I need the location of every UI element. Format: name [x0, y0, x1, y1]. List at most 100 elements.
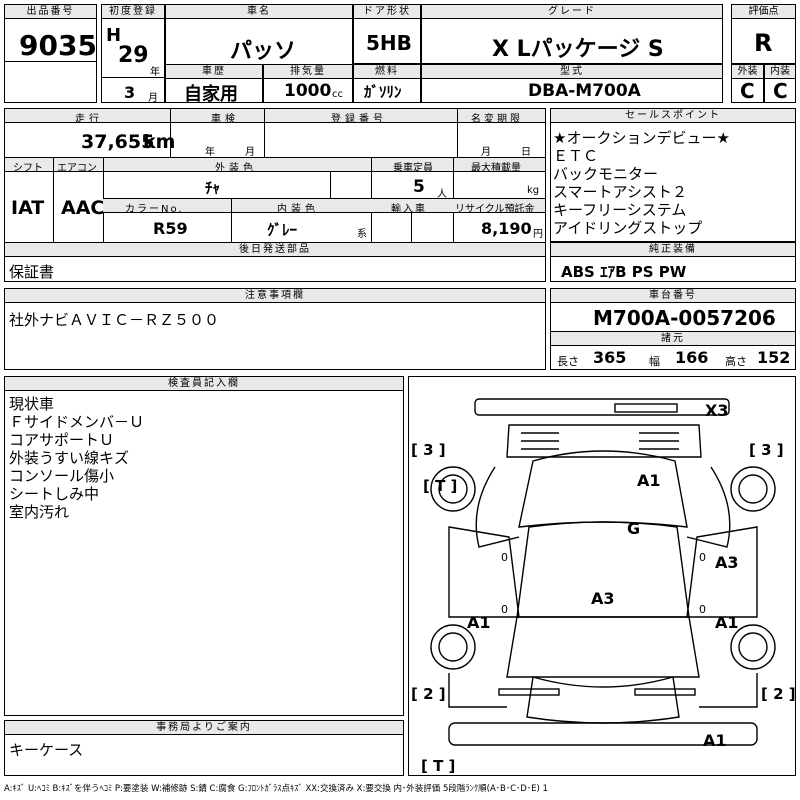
displacement-header: 排気量 [264, 65, 352, 79]
sales-point-item: バックモニター [553, 165, 659, 183]
mark-zero-left: 0 [501, 551, 508, 564]
mileage-header: 走行 [75, 114, 103, 125]
later-parts: 保証書 [9, 263, 55, 281]
int-color-header: 内装色 [277, 204, 319, 215]
door-header: ドア形状 [354, 5, 420, 19]
genuine-equipment: ABS ｴｱB PS PW [561, 263, 687, 281]
recycle-header: リサイクル預託金 [455, 204, 535, 215]
inspector-note-item: Ｆサイドメンバ－Ｕ [9, 413, 145, 431]
color-no: R59 [153, 219, 188, 238]
first-reg-box: 初度登録 H 29 年 3 月 [101, 4, 165, 104]
history: 自家用 [184, 84, 238, 105]
mark-b3-left: [ 3 ] [411, 441, 446, 459]
office-text: キーケース [9, 741, 84, 759]
width: 166 [675, 348, 709, 367]
yen-unit: 円 [533, 229, 543, 240]
nc-month-unit: 月 [481, 147, 491, 158]
genuine-header: 純正装備 [551, 243, 795, 257]
kg-unit: kg [527, 185, 540, 196]
mark-zero-right2: 0 [699, 603, 706, 616]
inspector-note-item: シートしみ中 [9, 485, 100, 503]
import-header: 輸入車 [391, 204, 427, 215]
chassis-number: M700A-0057206 [593, 306, 776, 330]
door-box: ドア形状 5HB [353, 4, 421, 64]
later-parts-header: 後日発送部品 [5, 243, 545, 257]
notes-box: 注意事項欄 社外ナビＡＶＩＣ－ＲＺ５００ [4, 288, 546, 370]
cc-unit: cc [332, 89, 343, 100]
door-type: 5HB [366, 31, 412, 55]
mark-a3-center: A3 [591, 589, 615, 608]
color-no-header: カラーNo. [125, 204, 184, 215]
sales-point-header: セールスポイント [551, 109, 795, 123]
car-name-header: 車名 [166, 5, 352, 19]
aircon-header: エアコン [57, 163, 97, 174]
score-box: 評価点 R [731, 4, 796, 64]
length-label: 長さ [557, 355, 579, 368]
reg-month: 3 [124, 83, 136, 102]
history-header: 車歴 [166, 65, 262, 79]
fuel-header: 燃料 [354, 65, 420, 79]
shift: IAT [11, 197, 45, 219]
mark-b3-right: [ 3 ] [749, 441, 784, 459]
mark-a3-right: A3 [715, 553, 739, 572]
fuel: ｶﾞｿﾘﾝ [364, 83, 402, 101]
max-load-header: 最大積載量 [471, 163, 521, 174]
notes-text: 社外ナビＡＶＩＣ－ＲＺ５００ [9, 311, 220, 329]
lot-box: 出品番号 9035 [4, 4, 97, 103]
ext-color-header: 外装色 [215, 163, 257, 174]
capacity: 5 [413, 177, 425, 197]
ext-header: 外装 [732, 65, 763, 79]
int-header: 内装 [765, 65, 795, 79]
mark-a1-right: A1 [715, 613, 739, 632]
sales-point-item: スマートアシスト２ [553, 183, 687, 201]
mark-b2-right: [ 2 ] [761, 685, 796, 703]
person-unit: 人 [437, 189, 447, 200]
int-suffix: 系 [357, 229, 367, 240]
mark-bt-bottom: [ T ] [421, 757, 456, 775]
ext-grade: C [740, 79, 755, 103]
mark-bt-left: [ T ] [423, 477, 458, 495]
inspector-header: 検査員記入欄 [5, 377, 403, 391]
model: DBA-M700A [528, 81, 641, 101]
sales-point-item: ＥＴＣ [553, 147, 599, 165]
era: H [106, 25, 122, 46]
score-header: 評価点 [732, 5, 795, 19]
legend-text: A:ｷｽﾞ U:ﾍｺﾐ B:ｷｽﾞを伴うﾍｺﾐ P:要塗装 W:補修跡 S:錆 … [4, 784, 548, 794]
office-header: 事務局よりご案内 [5, 721, 403, 735]
displacement: 1000 [284, 81, 332, 101]
capacity-header: 乗車定員 [393, 163, 433, 174]
chassis-box: 車台番号 M700A-0057206 諸元 長さ 365 幅 166 高さ 15… [550, 288, 796, 370]
recycle: 8,190 [481, 219, 532, 238]
sales-point-item: キーフリーシステム [553, 201, 687, 219]
mark-a1-top: A1 [637, 471, 661, 490]
mark-g: G [627, 519, 641, 538]
int-grade: C [773, 79, 788, 103]
grade: X Lパッケージ S [492, 37, 664, 62]
width-label: 幅 [649, 355, 660, 368]
grade-box: グレード X Lパッケージ S [421, 4, 723, 64]
mark-b2-left: [ 2 ] [411, 685, 446, 703]
insp-month-unit: 月 [245, 147, 255, 158]
nc-day-unit: 日 [521, 147, 531, 158]
car-diagram [430, 398, 776, 746]
inspector-note-item: 現状車 [9, 395, 55, 413]
displacement-box: 排気量 1000 cc [263, 64, 353, 103]
lot-number: 9035 [19, 29, 97, 62]
lot-header: 出品番号 [5, 5, 96, 19]
reg-year: 29 [118, 43, 149, 68]
name-change-header: 名変期限 [471, 114, 523, 125]
int-color: ｸﾞﾚｰ [267, 221, 298, 239]
sales-point-item: ★オークションデビュー★ [553, 129, 730, 147]
inspector-note-item: 外装うすい線キズ [9, 449, 130, 467]
ext-color: ﾁｬ [205, 179, 221, 197]
inspector-note-item: 室内汚れ [9, 503, 70, 521]
notes-header: 注意事項欄 [5, 289, 545, 303]
aircon: AAC [61, 197, 105, 219]
mileage: 37,655 [81, 131, 155, 153]
genuine-box: 純正装備 ABS ｴｱB PS PW [550, 242, 796, 282]
grade-header: グレード [422, 5, 722, 19]
fuel-box: 燃料 ｶﾞｿﾘﾝ [353, 64, 421, 103]
month-unit: 月 [148, 93, 158, 104]
